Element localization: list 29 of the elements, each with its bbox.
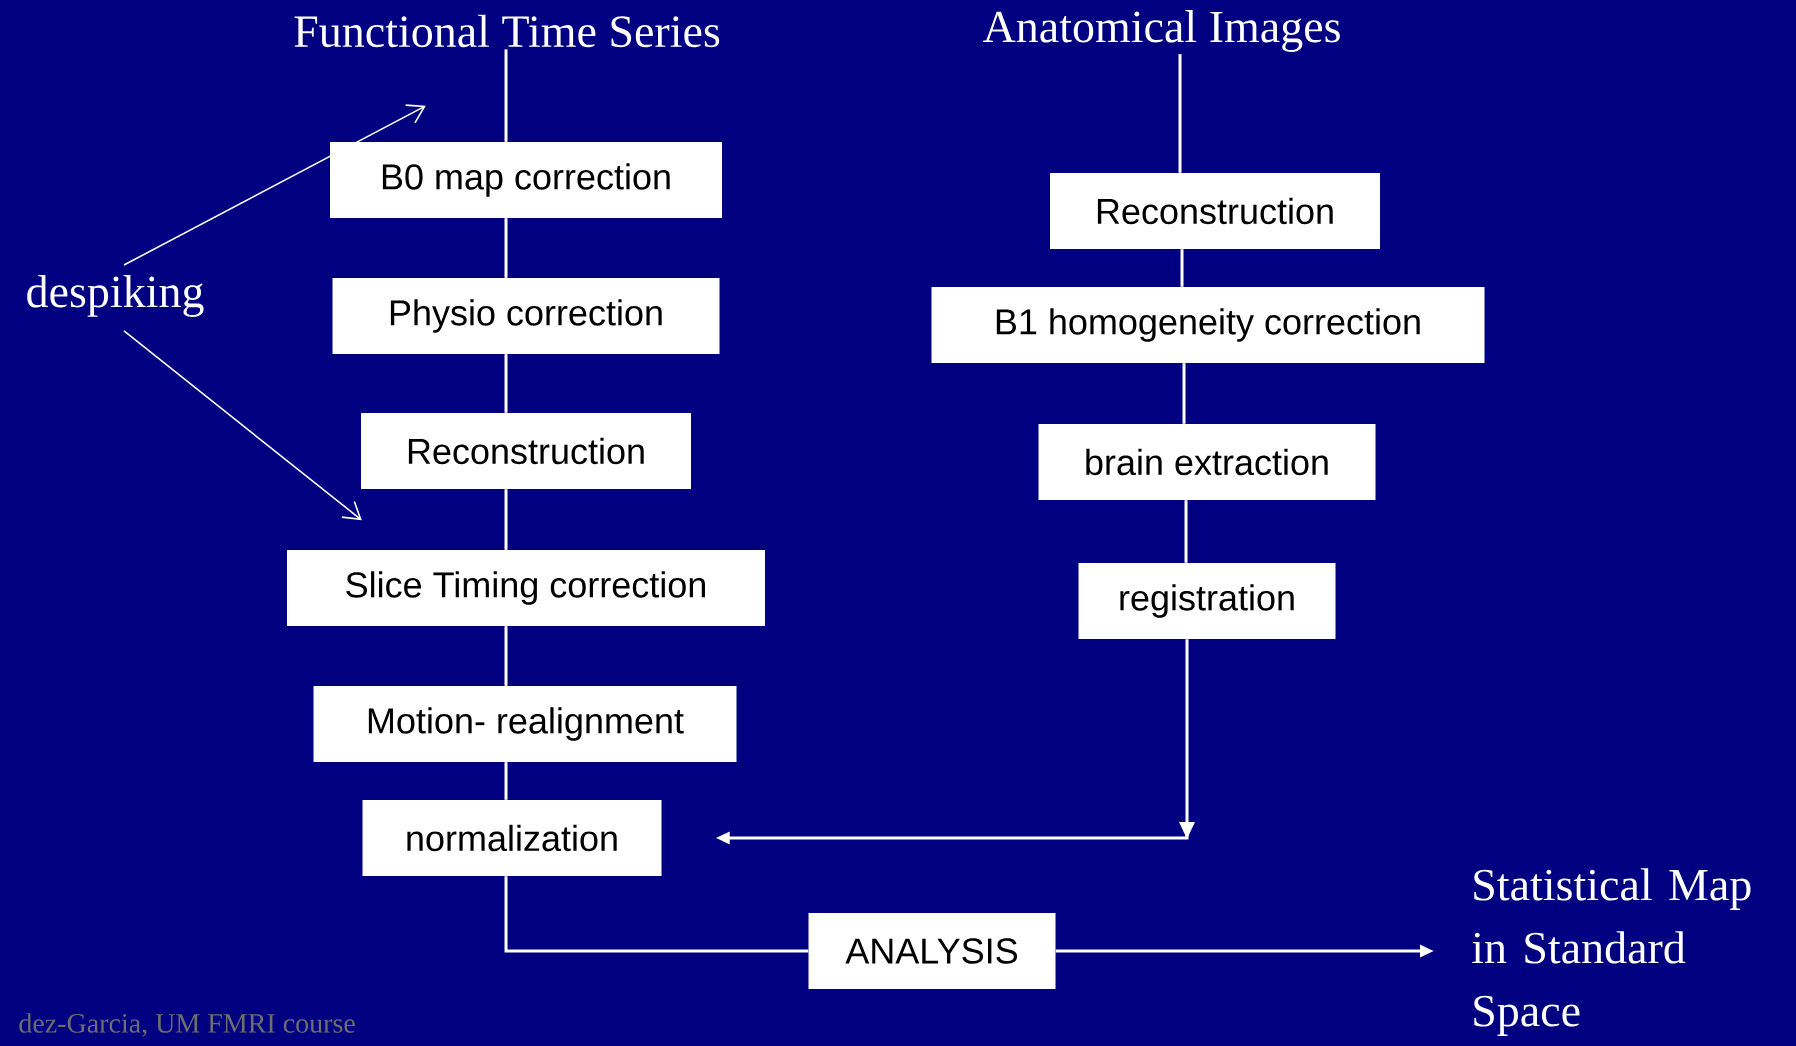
connector [504, 626, 508, 686]
process-box: Motion- realignment [313, 686, 737, 762]
process-box: Reconstruction [1050, 173, 1380, 249]
heading-text: despiking [27, 275, 204, 317]
process-box: brain extraction [1038, 424, 1376, 500]
connector [504, 762, 508, 800]
process-box: B1 homogeneity correction [931, 287, 1485, 363]
process-box: registration [1078, 563, 1336, 639]
process-box: ANALYSIS [808, 913, 1056, 989]
process-box: Slice Timing correction [287, 550, 765, 626]
heading-text: Functional Time Series [294, 14, 720, 48]
arrow [123, 330, 362, 521]
output-text: Statistical Map in Standard Space [1472, 868, 1751, 1036]
credit-text: dez-Garcia, UM FMRI course [19, 1013, 355, 1037]
connector [504, 354, 508, 413]
connector [1184, 500, 1188, 563]
connector [1180, 249, 1184, 287]
arrow [123, 104, 426, 266]
connector [504, 876, 809, 953]
heading-text: Anatomical Images [983, 10, 1340, 52]
connector [1182, 363, 1186, 424]
connector [504, 489, 508, 550]
process-box: B0 map correction [330, 142, 722, 218]
process-box: normalization [362, 800, 662, 876]
process-box: Reconstruction [361, 413, 691, 489]
process-box: Physio correction [332, 278, 720, 354]
connector [1178, 54, 1182, 173]
connector [504, 49, 508, 142]
connector [504, 218, 508, 278]
